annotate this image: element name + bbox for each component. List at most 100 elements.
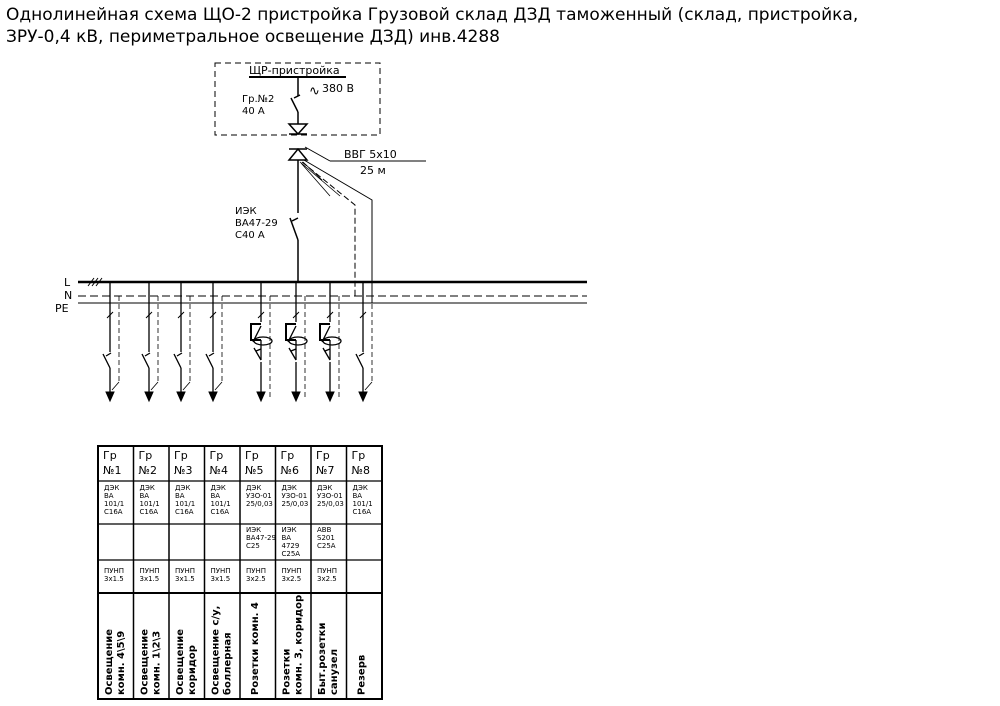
table-column: Гр№6ДЭКУЗО-0125/0,03ИЭКВА4729С25АПУНП3х2… <box>281 449 309 695</box>
arrow-down-icon <box>325 391 335 403</box>
table-column: Гр№5ДЭКУЗО-0125/0,03ИЭКВА47-29С25ПУНП3х2… <box>245 449 276 695</box>
cable-bundle-lines <box>299 161 341 197</box>
device-1-text: 101/1 <box>140 500 160 508</box>
device-1-text: ВА <box>140 492 150 500</box>
cable-text: ПУНП <box>211 567 231 575</box>
wire-count-mark <box>257 311 265 319</box>
breaker-contact <box>253 347 262 361</box>
device-1-text: ДЭК <box>317 484 332 492</box>
purpose-text: Освещение <box>175 629 186 695</box>
cable-text: 3х2.5 <box>317 575 337 583</box>
device-1-text: 101/1 <box>104 500 124 508</box>
panel-group-label: Гр.№2 <box>242 94 274 105</box>
neutral-wire <box>182 381 191 391</box>
device-2-text: 4729 <box>282 542 300 550</box>
wire-count-mark <box>145 311 153 319</box>
group-number: №4 <box>210 464 228 477</box>
breaker-mark <box>208 352 215 357</box>
panel-box <box>214 62 381 136</box>
purpose-text: Быт.розетки <box>317 623 328 695</box>
breaker-mark <box>358 352 365 357</box>
neutral-feed-wire <box>301 161 356 296</box>
device-1-text: С16А <box>175 508 194 516</box>
bus-three-phase-mark <box>87 277 103 287</box>
purpose-text: комн. 1\2\3 <box>152 631 163 695</box>
group-label: Гр <box>316 449 330 462</box>
table-column: Гр№7ДЭКУЗО-0125/0,03АВВS201С25АПУНП3х2.5… <box>316 449 344 695</box>
group-label: Гр <box>174 449 188 462</box>
group-number: №1 <box>103 464 121 477</box>
cable-text: ПУНП <box>175 567 195 575</box>
cable-text: 3х2.5 <box>246 575 266 583</box>
cable-text: 3х1.5 <box>211 575 231 583</box>
cable-text: 3х2.5 <box>282 575 302 583</box>
cable-text: ПУНП <box>140 567 160 575</box>
panel-group-current: 40 А <box>242 106 265 117</box>
main-breaker-rating: С40 А <box>235 230 265 241</box>
branch-circuit <box>205 282 223 403</box>
main-breaker-contact <box>289 217 299 241</box>
neutral-wire <box>364 381 373 391</box>
device-2-text: С25 <box>246 542 260 550</box>
group-label: Гр <box>245 449 259 462</box>
cable-text: 3х1.5 <box>140 575 160 583</box>
branch-circuit <box>319 282 342 403</box>
panel-voltage-symbol: ∿ <box>309 84 320 99</box>
device-1-text: ДЭК <box>211 484 226 492</box>
breaker-contact <box>102 353 111 369</box>
breaker-contact <box>141 353 150 369</box>
group-label: Гр <box>139 449 153 462</box>
wire-count-mark <box>326 311 334 319</box>
current-transformer-icon <box>288 336 308 346</box>
main-breaker-type: ВА47-29 <box>235 218 278 229</box>
title-line-1: Однолинейная схема ЩО-2 пристройка Грузо… <box>6 5 859 25</box>
breaker-contact <box>205 353 214 369</box>
device-2-text: АВВ <box>317 526 332 534</box>
neutral-wire <box>150 381 159 391</box>
wire-count-mark <box>106 311 114 319</box>
group-number: №6 <box>281 464 299 477</box>
main-breaker-maker: ИЭК <box>235 206 257 217</box>
cable-type: ВВГ 5х10 <box>344 148 397 161</box>
group-label: Гр <box>281 449 295 462</box>
cable-leader <box>304 146 331 162</box>
device-1-text: ДЭК <box>353 484 368 492</box>
device-1-text: С16А <box>353 508 372 516</box>
panel-voltage: 380 В <box>322 82 354 95</box>
group-number: №3 <box>174 464 192 477</box>
device-1-text: ВА <box>353 492 363 500</box>
device-1-text: ДЭК <box>282 484 297 492</box>
panel-breaker-contact <box>290 97 299 113</box>
branch-circuit <box>173 282 191 403</box>
breaker-mark <box>105 352 112 357</box>
breaker-mark <box>176 352 183 357</box>
wire-count-mark <box>292 311 300 319</box>
bus-pe-label: PE <box>55 302 69 315</box>
connector-down-icon <box>287 123 309 136</box>
title-line-2: ЗРУ-0,4 кВ, периметральное освещение ДЗД… <box>6 27 500 47</box>
branch-circuit <box>102 282 120 403</box>
device-1-text: ДЭК <box>175 484 190 492</box>
group-number: №7 <box>316 464 334 477</box>
cable-text: 3х1.5 <box>175 575 195 583</box>
connector-up-icon <box>287 147 309 161</box>
neutral-wire <box>111 381 120 391</box>
group-label: Гр <box>210 449 224 462</box>
purpose-text: боллерная <box>222 632 234 695</box>
device-2-text: С25А <box>282 550 301 558</box>
cable-text: 3х1.5 <box>104 575 124 583</box>
device-2-text: ИЭК <box>282 526 297 534</box>
group-number: №2 <box>139 464 157 477</box>
device-1-text: УЗО-01 <box>246 492 272 500</box>
device-2-text: S201 <box>317 534 335 542</box>
purpose-text: санузел <box>329 649 340 695</box>
wire-count-mark <box>177 311 185 319</box>
panel-breaker-mark <box>293 94 301 99</box>
device-1-text: 25/0,03 <box>317 500 344 508</box>
branch-circuit <box>355 282 373 403</box>
wire-count-mark <box>359 311 367 319</box>
branch-circuit <box>250 282 273 403</box>
